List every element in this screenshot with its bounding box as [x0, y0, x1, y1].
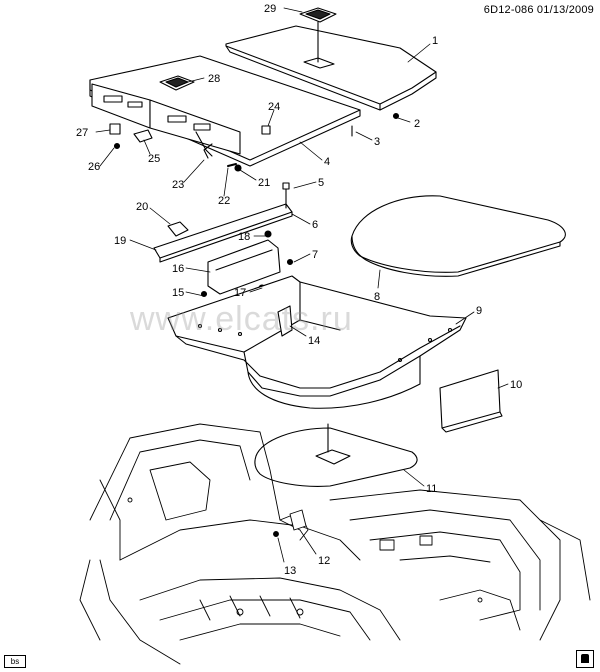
callout-10: 10: [510, 379, 522, 391]
callout-labels: 1 2 3 4 5 6 7 8 9 10 11 12 13 14 15 16 1…: [76, 3, 522, 577]
lower-floor-panel: [254, 423, 418, 487]
speaker-grille: [299, 7, 337, 63]
callout-5: 5: [318, 177, 324, 189]
callout-4: 4: [324, 156, 330, 168]
callout-14: 14: [308, 335, 320, 347]
body-structure: [79, 423, 591, 665]
trunk-floor-mat: [350, 195, 566, 277]
callout-16: 16: [172, 263, 184, 275]
rear-shelf-panel: [225, 25, 437, 111]
callout-26: 26: [88, 161, 100, 173]
callout-21: 21: [258, 177, 270, 189]
callout-22: 22: [218, 195, 230, 207]
callout-25: 25: [148, 153, 160, 165]
callout-3: 3: [374, 136, 380, 148]
callout-9: 9: [476, 305, 482, 317]
callout-23: 23: [172, 179, 184, 191]
upper-fasteners: [109, 112, 400, 172]
footer-badge: bs: [4, 655, 26, 668]
trunk-tub: [167, 275, 467, 409]
callout-8: 8: [374, 291, 380, 303]
callout-28: 28: [208, 73, 220, 85]
diagram-code-date: 6D12-086 01/13/2009: [483, 4, 594, 16]
callout-27: 27: [76, 127, 88, 139]
callout-7: 7: [312, 249, 318, 261]
callout-18: 18: [238, 231, 250, 243]
side-panel: [439, 369, 503, 433]
callout-19: 19: [114, 235, 126, 247]
trim-bracket: [200, 230, 294, 298]
callout-6: 6: [312, 219, 318, 231]
callout-12: 12: [318, 555, 330, 567]
watermark: www.elcats.ru: [130, 300, 353, 338]
callout-15: 15: [172, 287, 184, 299]
callout-29: 29: [264, 3, 276, 15]
callout-17: 17: [234, 287, 246, 299]
manual-icon: [576, 650, 594, 668]
callout-2: 2: [414, 118, 420, 130]
callout-24: 24: [268, 101, 280, 113]
callout-11: 11: [426, 483, 437, 495]
package-shelf: [89, 55, 361, 167]
callout-20: 20: [136, 201, 148, 213]
leader-lines: [95, 7, 509, 563]
callout-13: 13: [284, 565, 296, 577]
callout-1: 1: [432, 35, 438, 47]
